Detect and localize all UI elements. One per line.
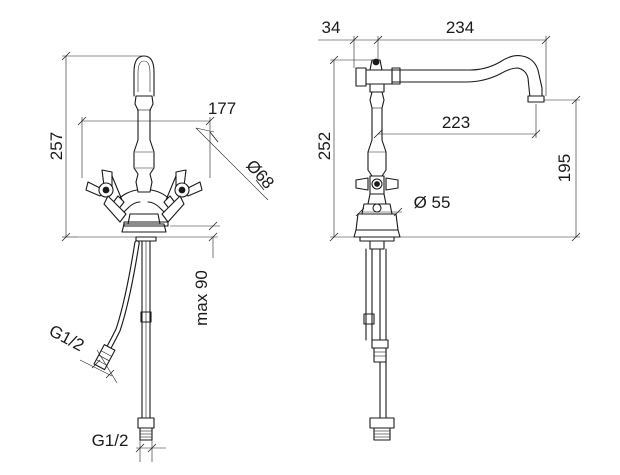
front-right-handle: [161, 169, 203, 223]
side-mount-nut: [369, 240, 385, 250]
dim-side-height-label: 252: [315, 132, 334, 160]
side-cross-handle: [355, 175, 399, 195]
side-spout-upper: [391, 55, 543, 99]
dim-front-max-thickness: max 90: [170, 221, 220, 326]
front-mount-shank: [135, 236, 157, 242]
dim-side-spout-height: 195: [544, 95, 581, 242]
front-pipe-clip: [140, 311, 152, 323]
front-supply-fitting: [137, 417, 155, 441]
dim-front-spread: 177: [77, 99, 236, 178]
dim-front-diameter: Ø68: [195, 127, 278, 201]
dim-side-height: 252: [315, 55, 372, 242]
dim-side-spout-reach-label: 223: [442, 113, 470, 132]
front-mount-plate: [123, 221, 169, 227]
dim-side-total-reach: 234: [378, 18, 551, 96]
side-base: [353, 229, 401, 238]
side-view: 34 234 223 252: [315, 18, 581, 441]
dim-front-supply-thread: G1/2: [92, 431, 166, 462]
front-body: [133, 95, 155, 193]
dim-front-height-label: 257: [47, 132, 66, 160]
side-mount-plate: [359, 236, 395, 242]
front-flex-hose: [101, 240, 140, 359]
side-hose-fitting: [371, 339, 389, 363]
front-hose-fitting: [93, 344, 116, 371]
side-spout-lower: [391, 67, 531, 99]
front-spout-arc: [133, 55, 155, 97]
dim-side-left-offset-label: 34: [322, 18, 341, 37]
dim-front-max-thickness-label: max 90: [192, 270, 211, 326]
side-pipe-clip: [363, 313, 375, 325]
front-spout-inner: [137, 60, 151, 92]
dim-side-spout-reach: 223: [373, 104, 541, 139]
side-lower-valve: [355, 193, 399, 231]
dim-front-hose-thread-label: G1/2: [46, 321, 87, 355]
dim-side-total-reach-label: 234: [446, 18, 474, 37]
dim-side-left-offset: 34: [318, 18, 383, 68]
front-base: [121, 223, 167, 233]
side-top-knob: [355, 58, 393, 93]
dim-side-spout-height-label: 195: [555, 154, 574, 182]
dim-front-diameter-label: Ø68: [242, 156, 278, 193]
front-left-handle: [85, 169, 127, 223]
dim-side-base-diameter-label: Ø 55: [414, 193, 451, 212]
side-supply-fitting: [369, 417, 395, 441]
dim-front-spread-label: 177: [208, 99, 236, 118]
front-view: 257 177 Ø68 max 90: [46, 51, 278, 462]
side-spout-outlet: [527, 95, 545, 103]
dim-front-supply-thread-label: G1/2: [92, 431, 129, 450]
dim-side-base-diameter: Ø 55: [355, 193, 451, 217]
dim-front-height: 257: [47, 51, 144, 242]
front-base-collar: [127, 213, 161, 225]
